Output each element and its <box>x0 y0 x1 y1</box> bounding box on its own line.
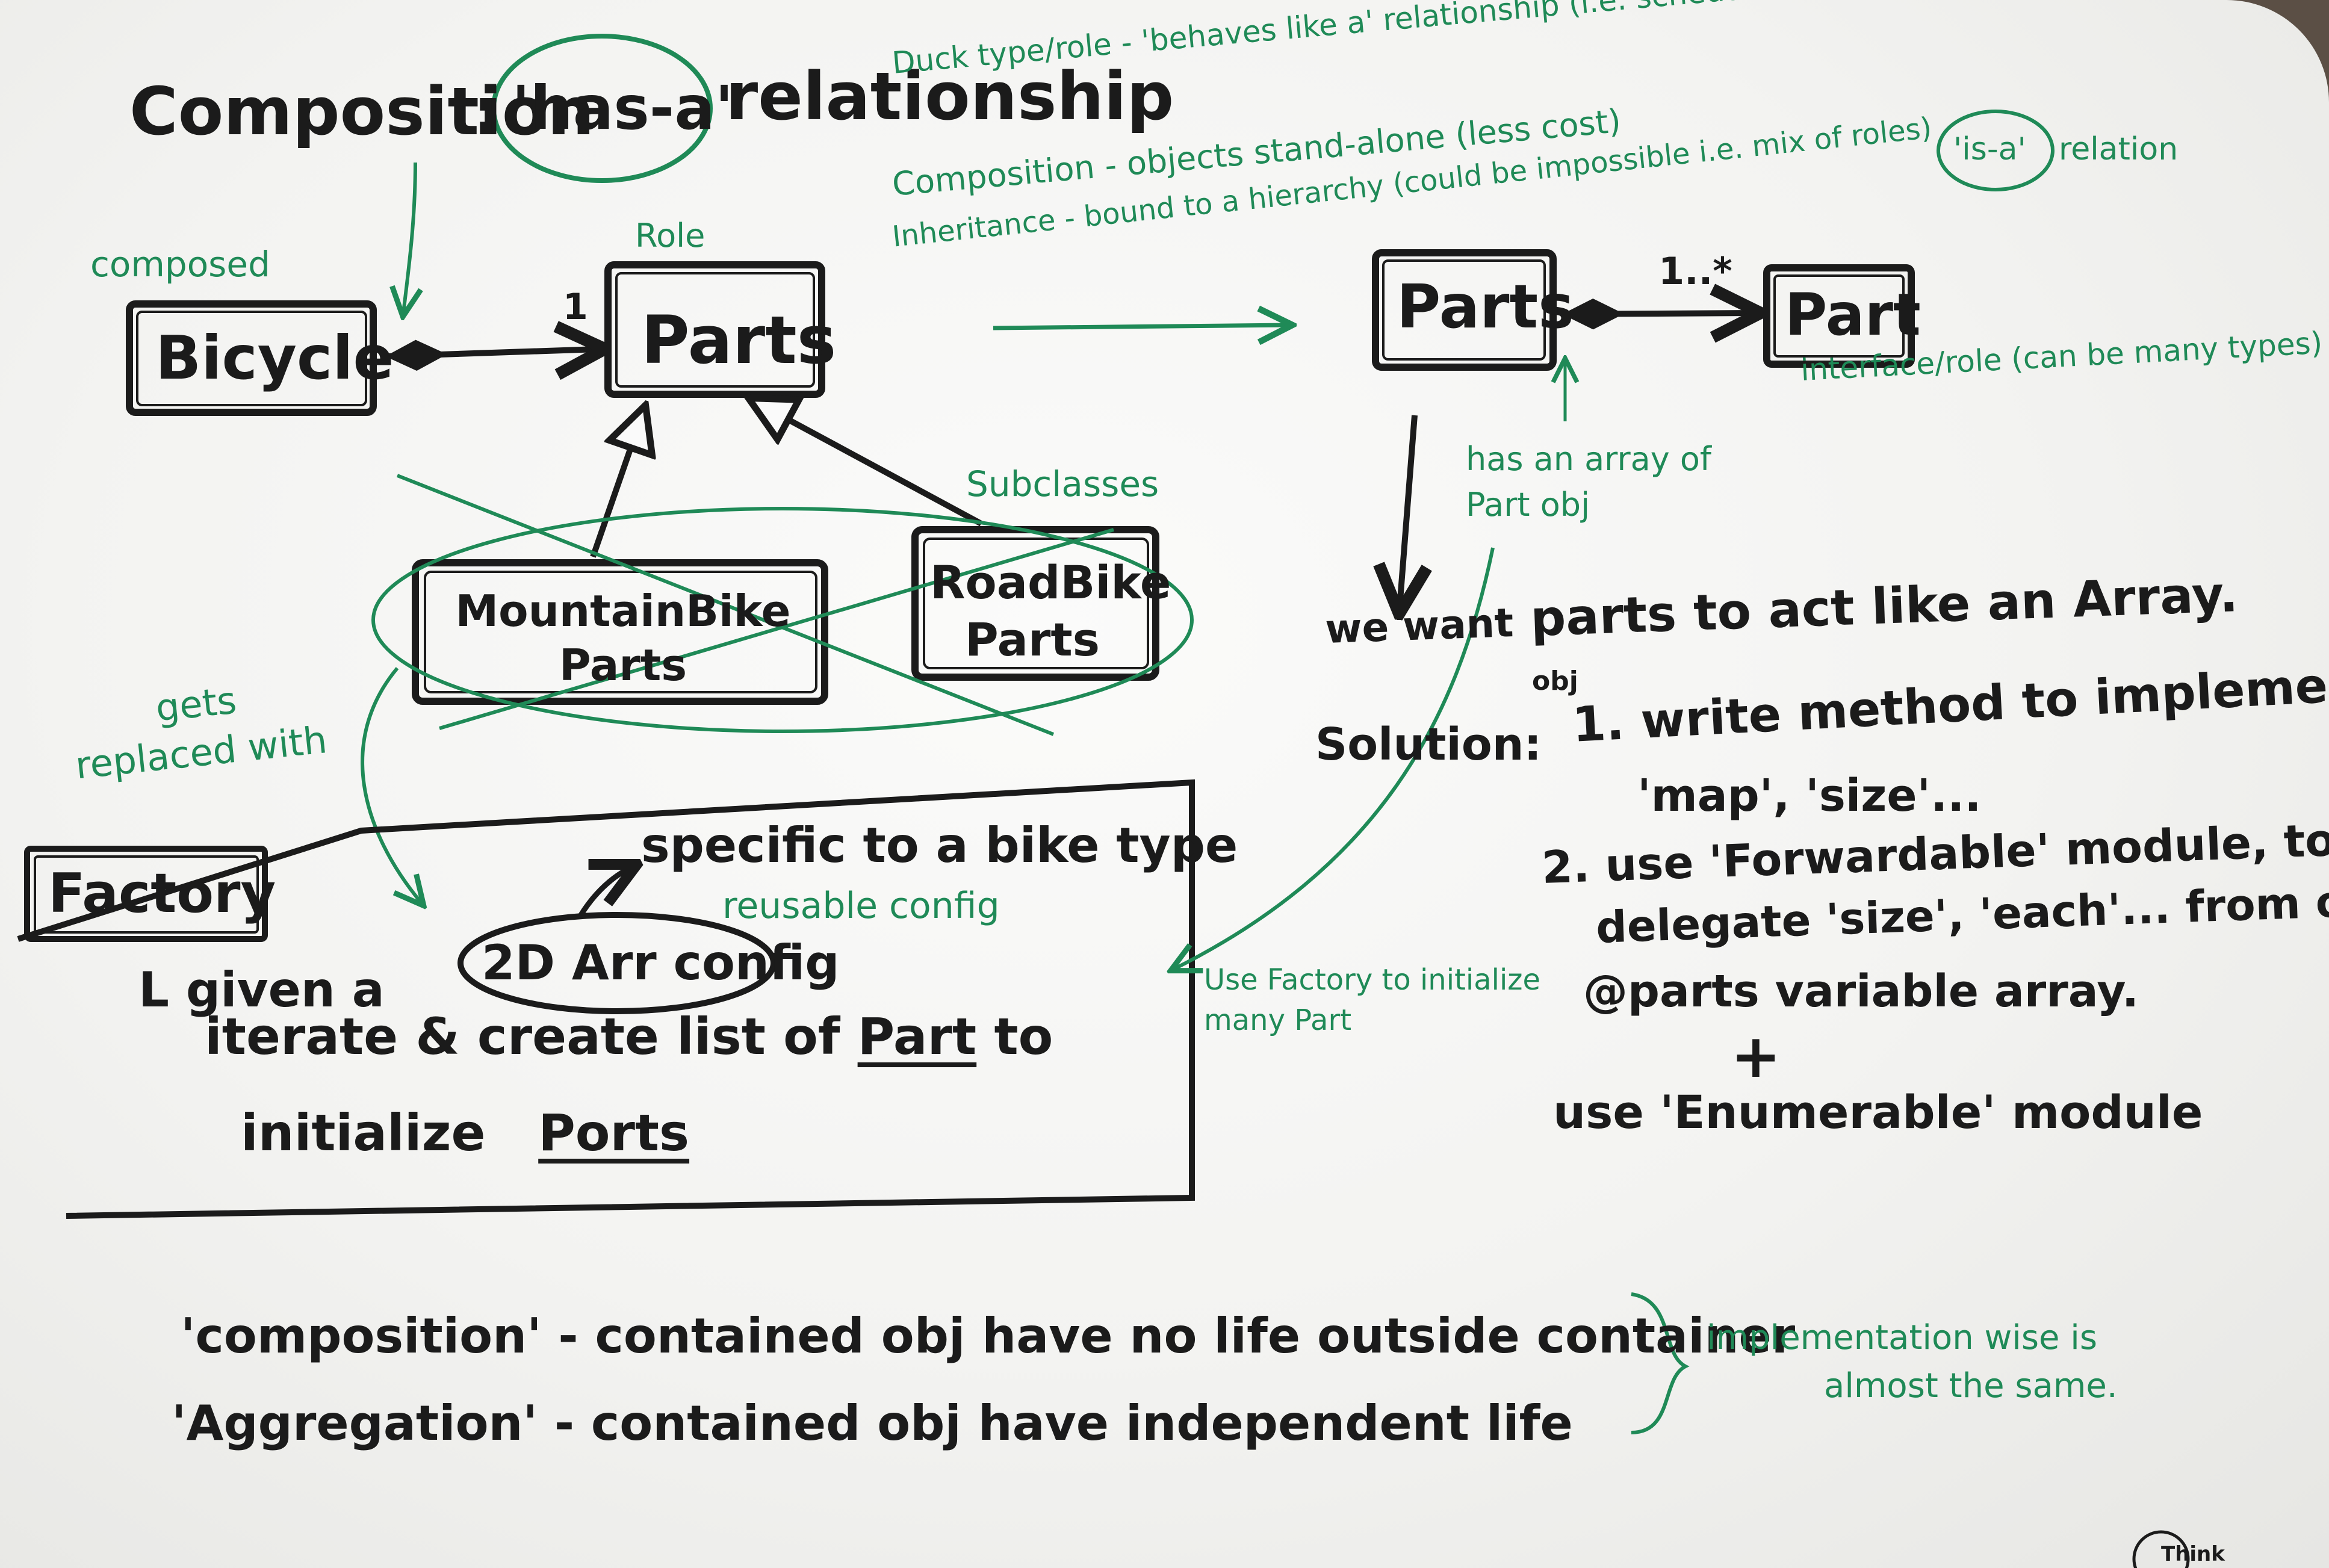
specific-arrow <box>578 867 632 917</box>
factory-line2: iterate & create list of Part to <box>205 1011 1053 1062</box>
mountain-bike-label: MountainBike Parts <box>448 584 798 692</box>
crossout-line-2 <box>439 528 1114 730</box>
mountain-bike-text: MountainBike Parts <box>455 586 791 690</box>
reusable-label: reusable config <box>722 885 1000 927</box>
factory-line2-suffix: to <box>994 1007 1053 1066</box>
title-composition: Composition <box>129 73 595 150</box>
config-label: 2D Arr config <box>482 935 840 991</box>
factory-frame <box>17 779 1195 1219</box>
want-parts: parts <box>1529 585 1678 648</box>
mountain-inherit-arrow <box>590 409 644 558</box>
logo-mark <box>2132 1530 2190 1568</box>
right-multiplicity: 1..* <box>1658 249 1732 293</box>
impl-brace <box>1631 1292 1690 1434</box>
aggregation-definition: 'Aggregation' - contained obj have indep… <box>172 1395 1573 1451</box>
specific-label: specific to a bike type <box>641 817 1238 873</box>
note-is-a: 'is-a' <box>1953 131 2026 167</box>
given-a-label: L given a <box>138 962 385 1018</box>
step2-line3: @parts variable array. <box>1583 965 2139 1017</box>
composition-link <box>385 349 599 356</box>
factory-part-word: Part <box>857 1007 977 1066</box>
array-note-text: has an array of Part obj <box>1466 440 1711 524</box>
crossout-ellipse <box>371 507 1194 733</box>
has-a-arrow <box>403 162 415 313</box>
road-bike-label: RoadBike Parts <box>930 554 1171 668</box>
impl-note-line2: almost the same. <box>1824 1366 2118 1405</box>
title-colon: : <box>473 73 499 150</box>
parts-label-left: Parts <box>641 302 837 379</box>
step3: use 'Enumerable' module <box>1553 1085 2203 1139</box>
title-relationship: relationship <box>725 58 1174 135</box>
factory-line2-prefix: iterate & create list of <box>205 1007 840 1066</box>
parts-part-link <box>1561 313 1755 314</box>
factory-parts-word: Ports <box>538 1103 690 1162</box>
composition-definition: 'composition' - contained obj have no li… <box>181 1308 1796 1364</box>
solution-label: Solution: <box>1315 719 1542 770</box>
parts-down-arrow <box>1400 415 1415 608</box>
title-has-a: 'has-a' <box>512 73 734 143</box>
parts-label-right: Parts <box>1397 271 1574 342</box>
want-obj: obj <box>1532 666 1578 696</box>
part-label: Part <box>1785 281 1921 349</box>
role-label: Role <box>635 217 706 255</box>
config-oval <box>457 912 777 1014</box>
is-a-circle <box>1937 110 2055 191</box>
replaced-arrow <box>361 667 421 903</box>
parts-box-left <box>604 261 825 398</box>
left-multiplicity: 1 <box>563 286 588 328</box>
factory-label: Factory <box>48 862 276 925</box>
factory-label-box <box>24 846 268 942</box>
road-inherit-arrow <box>752 400 983 527</box>
has-a-circle <box>491 34 713 183</box>
bicycle-box <box>126 300 377 416</box>
road-bike-text: RoadBike Parts <box>930 556 1171 666</box>
array-note: has an array of Part obj <box>1466 436 1743 527</box>
factory-line3: initialize Ports <box>241 1108 689 1158</box>
note-relation: relation <box>2059 131 2179 167</box>
plus-sign: + <box>1731 1021 1781 1091</box>
crossout-line-1 <box>396 474 1055 736</box>
step1-line2: 'map', 'size'... <box>1637 770 1982 822</box>
bicycle-label: Bicycle <box>155 323 394 393</box>
logo-text: Think <box>2161 1542 2225 1566</box>
road-bike-box <box>911 526 1159 681</box>
use-factory-line <box>1174 547 1495 969</box>
parts-box-right <box>1372 249 1557 371</box>
want-prefix: we want <box>1324 600 1515 652</box>
refactor-arrow <box>993 325 1288 328</box>
composed-label: composed <box>90 244 270 285</box>
impl-note-line1: implementation wise is <box>1707 1318 2098 1357</box>
factory-line3-prefix: initialize <box>241 1103 486 1162</box>
factory-note-text: Use Factory to initialize many Part <box>1204 963 1541 1038</box>
subclasses-label: Subclasses <box>966 463 1159 504</box>
factory-note: Use Factory to initialize many Part <box>1204 960 1541 1041</box>
